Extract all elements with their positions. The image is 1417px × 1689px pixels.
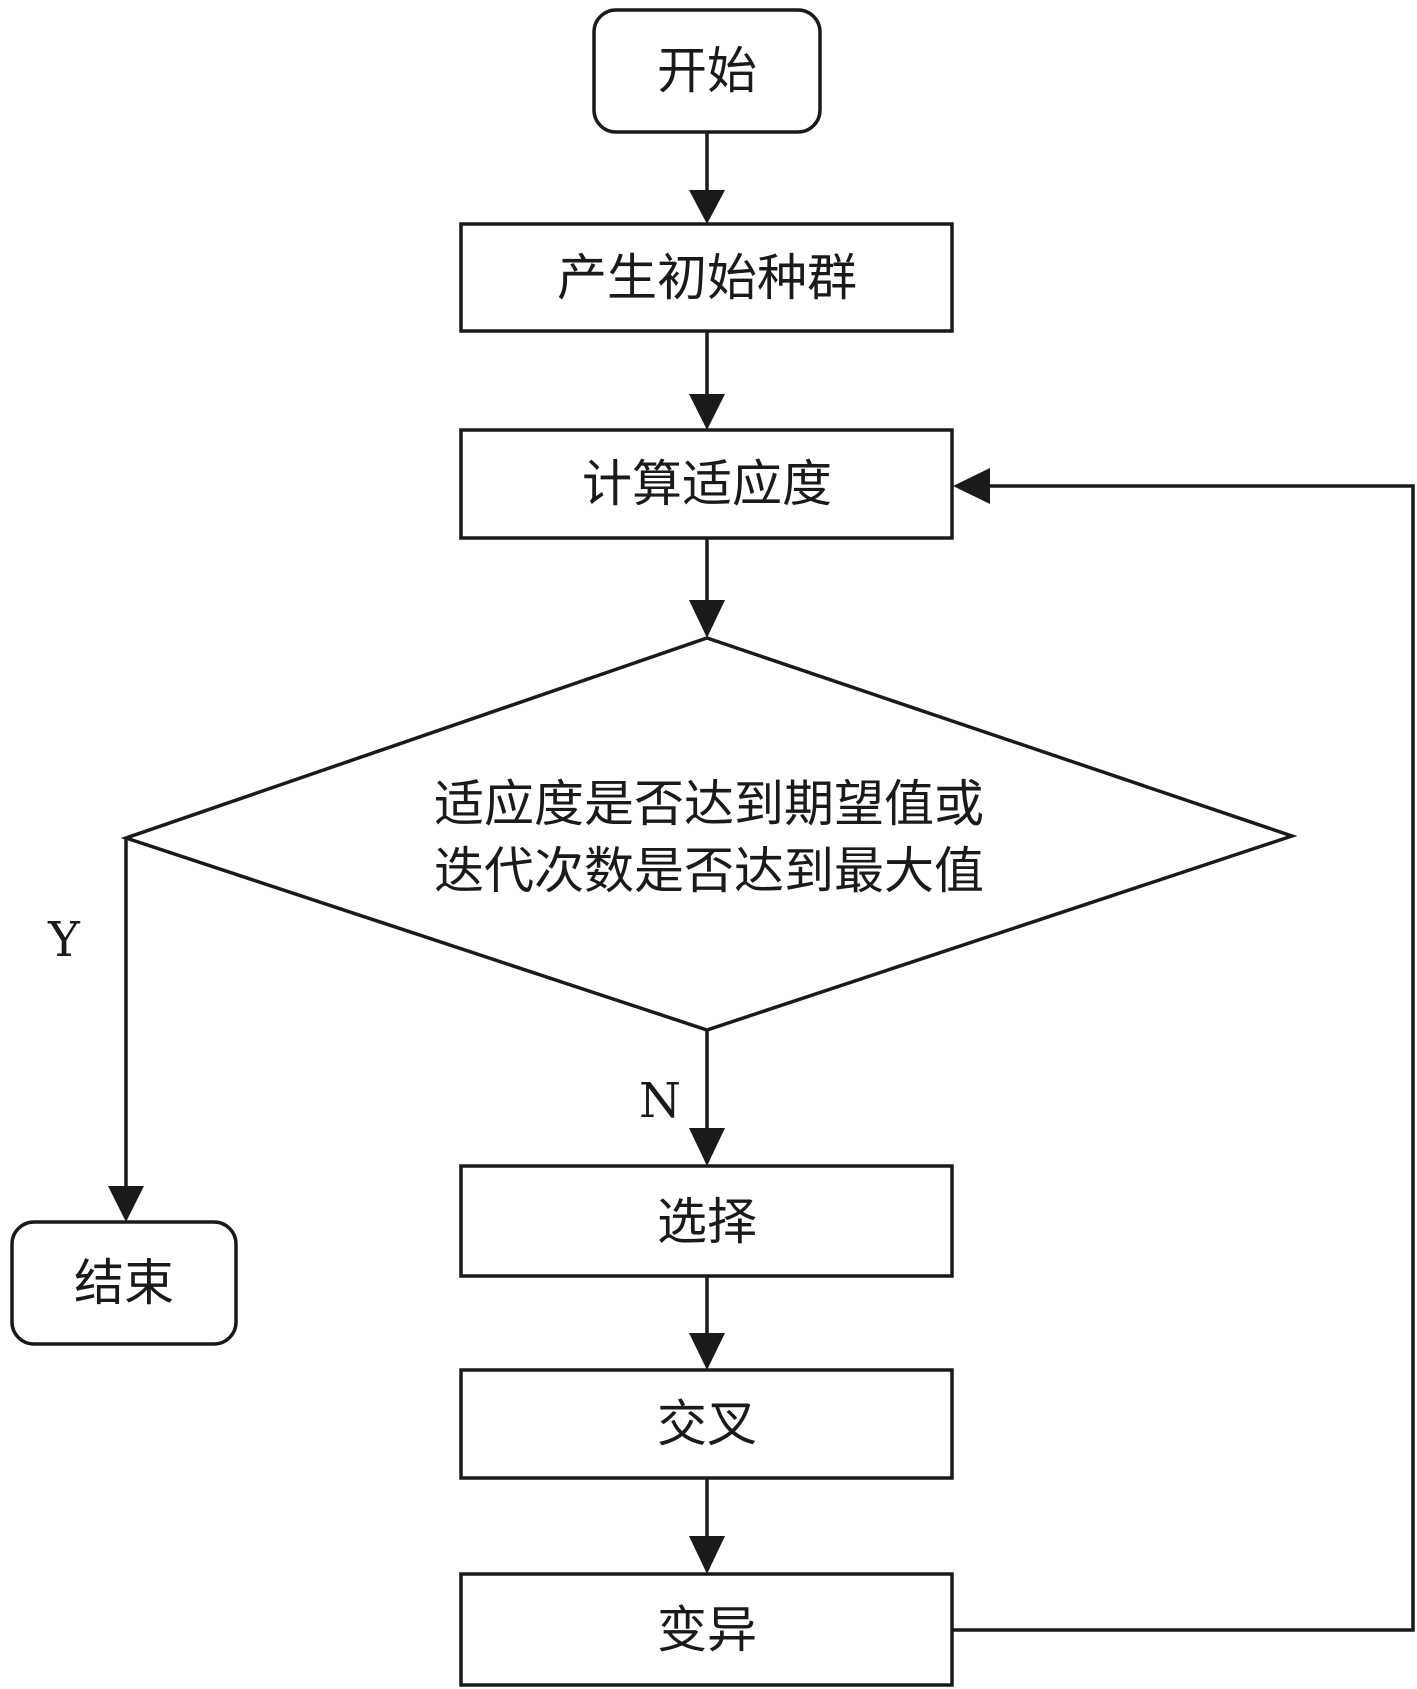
yes-branch-label: Y (47, 912, 81, 968)
arrowhead-mutation (689, 1536, 725, 1574)
no-branch-label: N (639, 1073, 681, 1129)
arrowhead-loop (953, 468, 990, 504)
edge-mutation-loop (953, 484, 1415, 1632)
compute-fitness-label: 计算适应度 (582, 455, 832, 513)
selection-label: 选择 (657, 1193, 757, 1251)
start-label: 开始 (657, 42, 757, 100)
selection-node: 选择 (459, 1164, 954, 1278)
mutation-node: 变异 (459, 1572, 954, 1687)
arrowhead-init (689, 190, 725, 224)
compute-fitness-node: 计算适应度 (459, 428, 954, 540)
arrowhead-crossover (689, 1333, 725, 1370)
arrowhead-selection (689, 1128, 725, 1166)
crossover-node: 交叉 (459, 1368, 954, 1480)
crossover-label: 交叉 (657, 1395, 757, 1453)
decision-line-2: 迭代次数是否达到最大值 (434, 842, 984, 900)
mutation-label: 变异 (657, 1601, 757, 1659)
decision-node: 适应度是否达到期望值或 迭代次数是否达到最大值 (120, 636, 1298, 1032)
init-population-node: 产生初始种群 (459, 222, 954, 333)
end-label: 结束 (74, 1254, 174, 1312)
start-node: 开始 (592, 8, 822, 134)
arrowhead-decision (689, 600, 725, 638)
arrowhead-end (108, 1186, 144, 1222)
init-population-label: 产生初始种群 (557, 249, 857, 307)
end-node: 结束 (10, 1220, 238, 1346)
decision-line-1: 适应度是否达到期望值或 (434, 775, 984, 833)
connectors (108, 132, 1415, 1632)
arrowhead-fitness (689, 394, 725, 430)
